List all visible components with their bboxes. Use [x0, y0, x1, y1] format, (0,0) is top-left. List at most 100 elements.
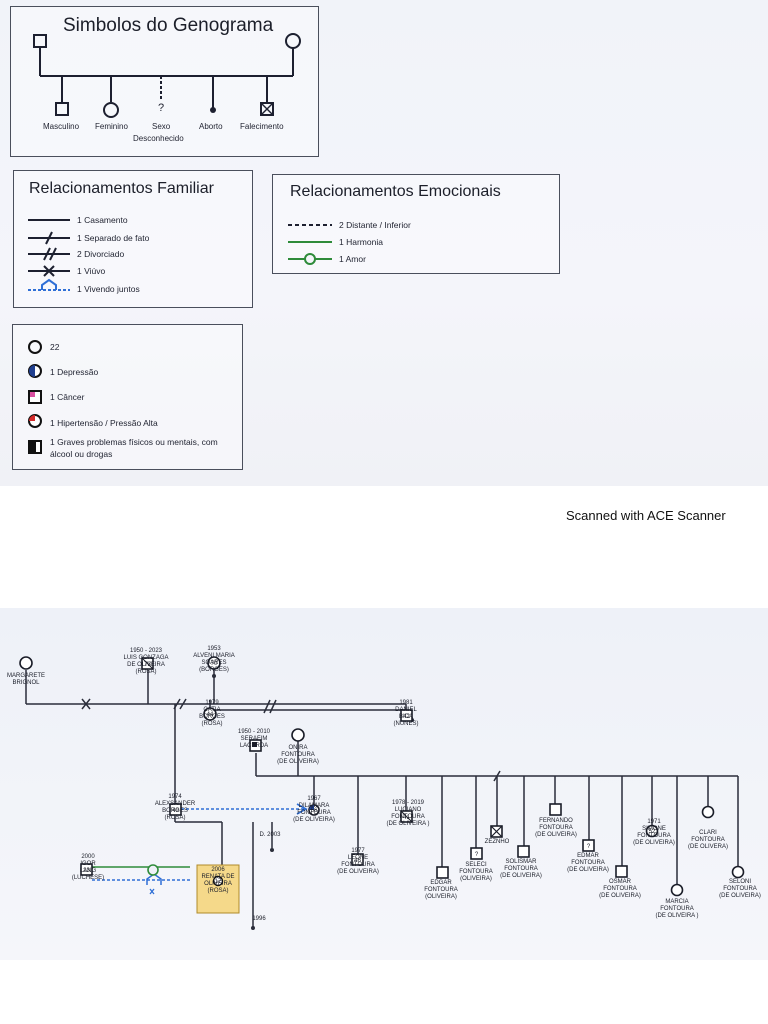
label-marcia-line: FONTOURA	[660, 906, 694, 912]
label-luciano-line: FONTOURA	[391, 814, 425, 820]
label-renata-line: RENATA DE	[201, 874, 234, 880]
legend-photo: Simbolos do Genograma ? Masculino Femini…	[0, 0, 768, 486]
label-igor-line: (LUCHESE)	[72, 875, 104, 881]
emotional-item-harmonia: 1 Harmonia	[339, 237, 383, 247]
emotional-item-distante: 2 Distante / Inferior	[339, 220, 411, 230]
label-marcia-line: MARCIA	[665, 899, 688, 905]
label-alveni-line: SOARES	[201, 660, 226, 666]
label-luciano-line: LUCIANO	[395, 807, 422, 813]
fernando-symbol	[549, 803, 562, 816]
label-zeznho: ZEZNHO	[485, 839, 510, 845]
label-luis-line: (ROSA)	[136, 669, 157, 675]
label-marcia-line: (DE OLIVEIRA )	[655, 913, 698, 919]
label-luciano-line: (DE OLIVEIRA )	[386, 821, 429, 827]
label-osmar-line: OSMAR	[609, 879, 632, 885]
age-igor: 23	[83, 868, 90, 874]
label-fernando-line: FONTOURA	[539, 825, 573, 831]
family-item-viuvo: 1 Viúvo	[77, 266, 106, 276]
label-feminino: Feminino	[95, 122, 128, 131]
label-onira-line: (DE OLIVEIRA)	[277, 759, 319, 765]
label-clari-line: FONTOURA	[691, 837, 725, 843]
genogram-photo: 73 70 44 42 49 56 41 46 52 23 17 ? ? MAR…	[0, 608, 768, 960]
label-dilamara-line: 1967	[307, 796, 321, 802]
label-edgar-line: FONTOURA	[424, 887, 458, 893]
genogram: 73 70 44 42 49 56 41 46 52 23 17 ? ? MAR…	[7, 646, 761, 930]
label-seloni-line: (DE OLIVEIRA)	[719, 893, 761, 899]
scan-caption: Scanned with ACE Scanner	[566, 508, 726, 523]
health-item-graves: 1 Graves problemas físicos ou mentais, c…	[50, 437, 218, 447]
label-margarete-line: MARGARETE	[7, 673, 45, 679]
label-seleci-line: (OLIVEIRA)	[460, 876, 492, 882]
renata-highlight	[196, 864, 240, 914]
label-daniel-line: DANIEL	[395, 707, 417, 713]
label-leone-line: FONTOURA	[341, 862, 375, 868]
label-alveni-line: ALVENI MARIA	[193, 653, 235, 659]
label-clari-line: (DE OLIVERA)	[688, 844, 728, 850]
label-luciano-line: 1978 - 2019	[392, 800, 425, 806]
age-seleci: ?	[475, 852, 479, 858]
seleci-symbol	[470, 847, 483, 860]
family-legend-lines	[28, 219, 70, 291]
age-luciano: 41	[403, 815, 410, 821]
edmar-symbol	[582, 839, 595, 852]
label-simone-line: (DE OLIVEIRA)	[633, 840, 675, 846]
family-item-vivendo-juntos: 1 Vivendo juntos	[77, 284, 140, 294]
label-renata-line: (ROSA)	[208, 888, 229, 894]
label-osmar-line: FONTOURA	[603, 886, 637, 892]
label-igor-line: LANG	[80, 868, 97, 874]
label-seleci-line: FONTOURA	[459, 869, 493, 875]
label-alveni-line: 1953	[207, 646, 221, 652]
igor-symbol	[80, 863, 93, 876]
label-catia-line: CATIA	[203, 707, 220, 713]
label-y1996-line: 1996	[252, 916, 266, 922]
label-serafim-line: 1950 - 2010	[238, 729, 271, 735]
health-legend-symbols	[28, 340, 42, 454]
label-dilamara-line: DILAMARA	[299, 803, 330, 809]
label-edmar-line: (DE OLIVEIRA)	[567, 867, 609, 873]
label-igor-line: IGOR	[80, 861, 96, 867]
abortion-symbol	[210, 107, 216, 113]
family-title: Relacionamentos Familiar	[29, 180, 214, 197]
label-alexsander-line: ALEXSANDER	[155, 801, 196, 807]
label-edmar-line: FONTOURA	[571, 860, 605, 866]
label-catia-line: BORGES	[199, 714, 225, 720]
label-dilamara-line: (DE OLIVEIRA)	[293, 817, 335, 823]
label-serafim-line: SERAFIM	[241, 736, 268, 742]
health-item-hipertensao: 1 Hipertensão / Pressão Alta	[50, 418, 158, 428]
alveni-symbol	[207, 656, 221, 670]
label-edmar-line: EDMAR	[577, 853, 599, 859]
label-clari-line: CLARI	[699, 830, 717, 836]
label-luis-line: LUIS GONZAGA	[123, 655, 168, 661]
label-catia-line: (ROSA)	[202, 721, 223, 727]
age-catia: 44	[207, 712, 214, 718]
unknown-sex-mark: ?	[158, 102, 165, 114]
emotional-title: Relacionamentos Emocionais	[290, 183, 501, 200]
label-falecimento: Falecimento	[240, 122, 284, 131]
label-aborto: Aborto	[199, 122, 223, 131]
daniel-symbol	[400, 709, 413, 722]
label-renata-line: 2006	[211, 867, 225, 873]
catia-symbol	[203, 707, 217, 721]
age-renata: 17	[215, 879, 222, 885]
label-leone-line: LEONE	[348, 855, 368, 861]
label-solismar-line: SOLISMAR	[505, 859, 537, 865]
age-daniel: 42	[403, 714, 410, 720]
label-leone-line: 1977	[351, 848, 365, 854]
label-onira-line: FONTOURA	[281, 752, 315, 758]
deceased-symbol	[260, 102, 274, 116]
